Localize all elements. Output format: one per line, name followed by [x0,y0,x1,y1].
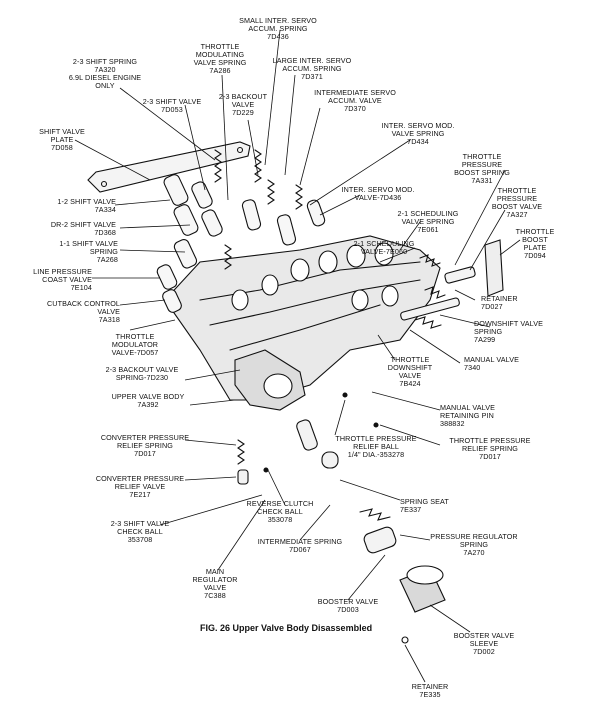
label-throttle-downshift-valve: THROTTLE DOWNSHIFT VALVE 7B424 [387,355,433,388]
label-shift-valve-plate: SHIFT VALVE PLATE 7D058 [39,127,85,152]
label-throttle-modulator-valve: THROTTLE MODULATOR VALVE-7D057 [111,332,159,357]
label-1-2-shift-valve: 1-2 SHIFT VALVE 7A334 [57,197,116,214]
label-main-regulator-valve: MAIN REGULATOR VALVE 7C388 [192,567,238,600]
label-booster-valve-sleeve: BOOSTER VALVE SLEEVE 7D002 [453,631,515,656]
label-reverse-clutch-check-ball: REVERSE CLUTCH CHECK BALL 353078 [246,499,314,524]
label-intermediate-spring: INTERMEDIATE SPRING 7D067 [257,537,343,554]
label-throttle-modulating-valve-spring: THROTTLE MODULATING VALVE SPRING 7A286 [193,42,247,75]
label-2-1-scheduling-valve-spring: 2-1 SCHEDULING VALVE SPRING 7E061 [397,209,459,234]
label-2-3-shift-valve-check-ball: 2-3 SHIFT VALVE CHECK BALL 353708 [110,519,170,544]
label-throttle-boost-plate: THROTTLE BOOST PLATE 7D094 [515,227,555,260]
label-2-3-shift-spring: 2-3 SHIFT SPRING 7A320 6.9L DIESEL ENGIN… [68,57,142,90]
label-manual-valve: MANUAL VALVE 7340 [464,355,519,372]
label-line-pressure-coast-valve: LINE PRESSURE COAST VALVE 7E104 [33,267,92,292]
label-retainer-7d027: RETAINER 7D027 [481,294,518,311]
spring-part [214,149,222,183]
label-2-1-scheduling-valve: 2-1 SCHEDULING VALVE-7E060 [353,239,415,256]
label-upper-valve-body: UPPER VALVE BODY 7A392 [111,392,185,409]
label-dr-2-shift-valve: DR-2 SHIFT VALVE 7D368 [50,220,116,237]
label-manual-valve-retaining-pin: MANUAL VALVE RETAINING PIN 388832 [440,403,495,428]
label-1-1-shift-valve-spring: 1-1 SHIFT VALVE SPRING 7A268 [59,239,118,264]
figure-caption: FIG. 26 Upper Valve Body Disassembled [200,623,373,633]
label-converter-pressure-relief-valve: CONVERTER PRESSURE RELIEF VALVE 7E217 [95,474,185,499]
label-intermediate-servo-accum-valve: INTERMEDIATE SERVO ACCUM. VALVE 7D370 [314,88,396,113]
label-2-3-backout-valve: 2-3 BACKOUT VALVE 7D229 [218,92,268,117]
label-cutback-control-valve: CUTBACK CONTROL VALVE 7A318 [47,299,120,324]
label-throttle-pressure-boost-spring: THROTTLE PRESSURE BOOST SPRING 7A331 [454,152,510,185]
label-2-3-shift-valve: 2-3 SHIFT VALVE 7D053 [142,97,202,114]
label-2-3-backout-valve-spring: 2-3 BACKOUT VALVE SPRING-7D230 [105,365,179,382]
label-spring-seat: SPRING SEAT 7E337 [400,497,449,514]
label-large-inter-servo-accum-spring: LARGE INTER. SERVO ACCUM. SPRING 7D371 [272,56,352,81]
label-throttle-pressure-relief-spring: THROTTLE PRESSURE RELIEF SPRING 7D017 [449,436,531,461]
label-retainer-7e335: RETAINER 7E335 [411,682,449,699]
label-throttle-pressure-boost-valve: THROTTLE PRESSURE BOOST VALVE 7A327 [491,186,543,219]
label-downshift-valve-spring: DOWNSHIFT VALVE SPRING 7A299 [474,319,543,344]
label-inter-servo-mod-valve: INTER. SERVO MOD. VALVE-7D436 [341,185,415,202]
label-throttle-pressure-relief-ball: THROTTLE PRESSURE RELIEF BALL 1/4" DIA.-… [335,434,417,459]
label-inter-servo-mod-valve-spring: INTER. SERVO MOD. VALVE SPRING 7D434 [381,121,455,146]
shift-valve-plate-part [87,141,251,193]
label-converter-pressure-relief-spring: CONVERTER PRESSURE RELIEF SPRING 7D017 [100,433,190,458]
label-small-inter-servo-accum-spring: SMALL INTER. SERVO ACCUM. SPRING 7D436 [239,16,317,41]
label-pressure-regulator-spring: PRESSURE REGULATOR SPRING 7A270 [430,532,518,557]
label-booster-valve: BOOSTER VALVE 7D003 [317,597,379,614]
check-ball-part [237,439,245,465]
